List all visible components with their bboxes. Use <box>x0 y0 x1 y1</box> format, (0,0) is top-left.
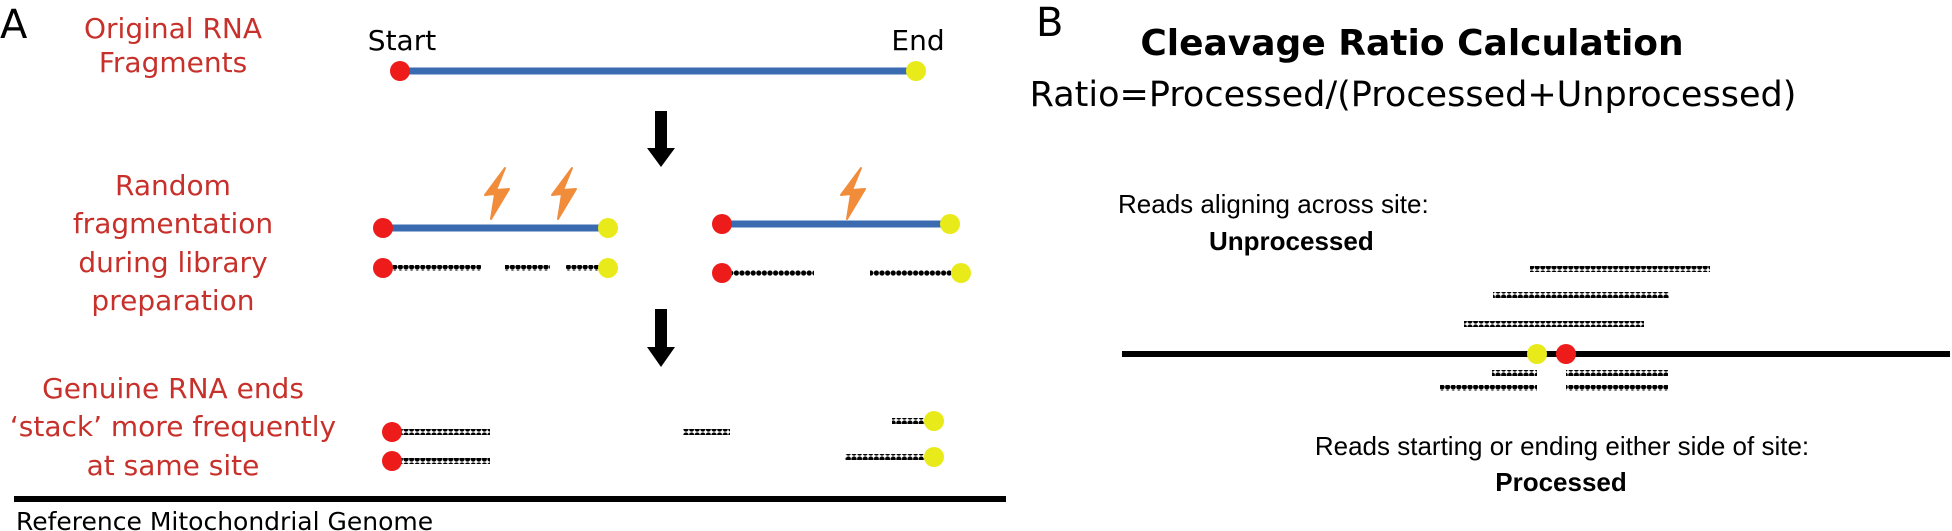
read <box>1493 292 1669 298</box>
end-marker-yellow <box>598 258 618 278</box>
end-marker-yellow <box>598 218 618 238</box>
label-random-line2: fragmentation <box>73 207 273 240</box>
label-original-rna-line2: Fragments <box>99 46 247 79</box>
label-original-rna-line1: Original RNA <box>84 12 262 45</box>
label-genuine-line3: at same site <box>87 449 260 482</box>
end-marker-yellow <box>940 214 960 234</box>
read <box>892 418 927 424</box>
read <box>400 458 490 464</box>
read <box>683 429 730 435</box>
read <box>391 265 481 271</box>
read <box>400 429 490 435</box>
read <box>1440 385 1537 391</box>
read <box>505 265 550 271</box>
end-marker-yellow <box>951 263 971 283</box>
down-arrow-icon <box>647 111 675 167</box>
label-random-line4: preparation <box>91 284 254 317</box>
start-marker-red <box>390 61 410 81</box>
start-marker-red <box>382 451 402 471</box>
start-marker-red <box>712 263 732 283</box>
read <box>1566 385 1668 391</box>
start-marker-red <box>1556 344 1576 364</box>
lightning-icon <box>551 167 577 220</box>
end-marker-yellow <box>924 447 944 467</box>
processed-caption: Reads starting or ending either side of … <box>1315 431 1809 461</box>
start-marker-red <box>373 218 393 238</box>
end-label: End <box>891 24 944 57</box>
read <box>870 270 956 276</box>
down-arrow-icon <box>647 309 675 367</box>
lightning-icon <box>484 167 510 220</box>
label-genuine-line1: Genuine RNA ends <box>42 372 304 405</box>
panel-b-title: Cleavage Ratio Calculation <box>1140 23 1683 64</box>
reference-genome-label: Reference Mitochondrial Genome <box>16 507 433 531</box>
end-marker-yellow <box>1527 344 1547 364</box>
read <box>1530 266 1710 272</box>
ratio-formula: Ratio=Processed/(Processed+Unprocessed) <box>1030 75 1797 115</box>
start-marker-red <box>373 258 393 278</box>
read <box>1566 370 1668 376</box>
read <box>566 265 599 271</box>
read <box>1464 321 1644 327</box>
read <box>1492 370 1537 376</box>
panel-a-letter: A <box>0 2 28 48</box>
start-marker-red <box>712 214 732 234</box>
start-marker-red <box>382 422 402 442</box>
end-marker-yellow <box>906 61 926 81</box>
label-random-line1: Random <box>115 169 231 202</box>
unprocessed-label: Unprocessed <box>1209 226 1374 256</box>
processed-label: Processed <box>1495 467 1627 497</box>
lightning-icon <box>840 167 866 220</box>
panel-b-letter: B <box>1036 0 1063 46</box>
start-label: Start <box>368 24 436 57</box>
read <box>730 270 814 276</box>
read <box>845 454 927 460</box>
unprocessed-caption: Reads aligning across site: <box>1118 189 1429 219</box>
label-random-line3: during library <box>78 246 267 279</box>
label-genuine-line2: ‘stack’ more frequently <box>10 410 336 443</box>
end-marker-yellow <box>924 411 944 431</box>
